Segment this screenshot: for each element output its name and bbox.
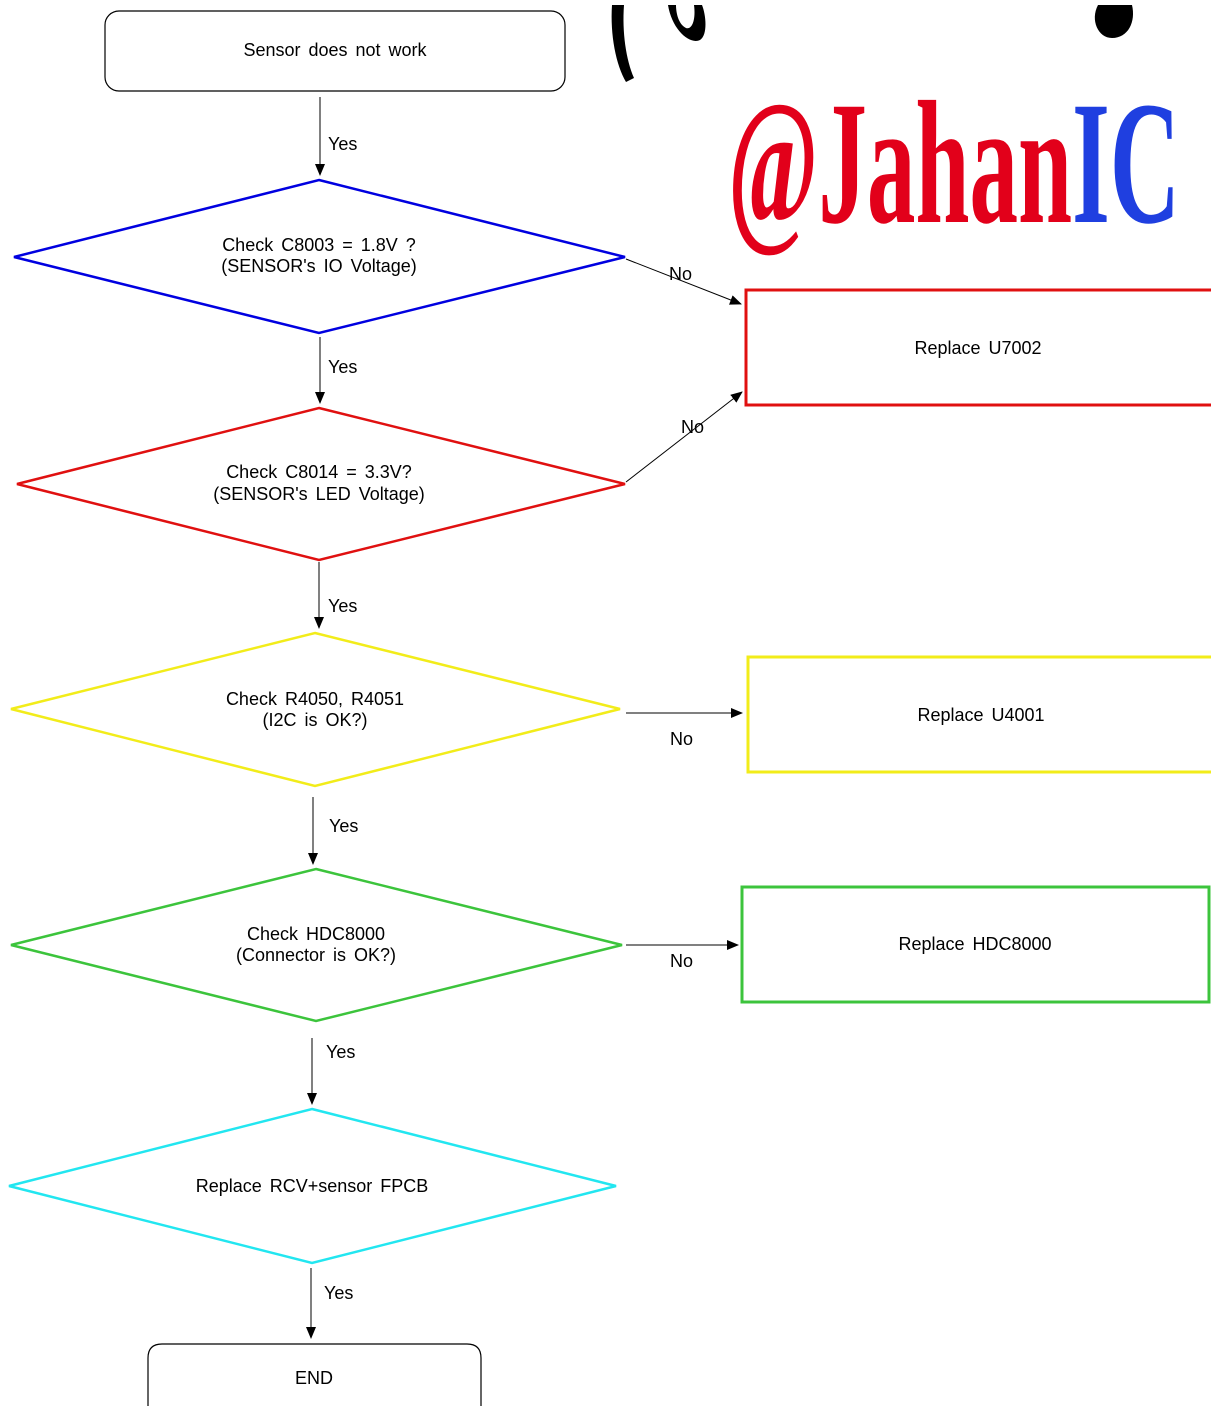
yes-label-6: Yes (324, 1283, 353, 1303)
no-connectors (625, 258, 743, 950)
decision-check-c8003-subtitle: (SENSOR's IO Voltage) (221, 256, 417, 276)
end-node-label: END (295, 1368, 333, 1388)
no-arrow-2 (625, 391, 743, 483)
start-node: Sensor does not work (104, 10, 566, 92)
yes-label-5: Yes (326, 1042, 355, 1062)
yes-label-2: Yes (328, 357, 357, 377)
decision-check-c8014-title: Check C8014 = 3.3V? (226, 462, 412, 482)
no-label-4: No (670, 951, 693, 971)
start-node-label: Sensor does not work (243, 40, 427, 60)
yes-label-3: Yes (328, 596, 357, 616)
end-node: END (147, 1343, 482, 1406)
yes-label-1: Yes (328, 134, 357, 154)
decision-replace-fpcb-label: Replace RCV+sensor FPCB (196, 1176, 429, 1196)
action-replace-u4001: Replace U4001 (746, 655, 1211, 774)
no-label-1: No (669, 264, 692, 284)
decision-check-c8003: Check C8003 = 1.8V ? (SENSOR's IO Voltag… (13, 178, 626, 335)
no-label-3: No (670, 729, 693, 749)
action-replace-u4001-label: Replace U4001 (917, 705, 1044, 725)
yes-label-4: Yes (329, 816, 358, 836)
action-replace-u7002-label: Replace U7002 (914, 338, 1041, 358)
decision-check-c8014: Check C8014 = 3.3V? (SENSOR's LED Voltag… (16, 406, 626, 562)
yes-connectors (306, 97, 325, 1339)
no-label-2: No (681, 417, 704, 437)
decision-check-c8014-subtitle: (SENSOR's LED Voltage) (213, 484, 425, 504)
action-replace-u7002: Replace U7002 (744, 288, 1211, 407)
action-replace-hdc8000: Replace HDC8000 (740, 885, 1211, 1004)
svg-text:@JahanIC: @JahanIC (728, 66, 1180, 261)
edge-labels: Yes Yes Yes Yes Yes Yes No No No No (324, 134, 704, 1303)
decision-check-hdc8000-title: Check HDC8000 (247, 924, 385, 944)
decision-check-c8003-title: Check C8003 = 1.8V ? (222, 235, 416, 255)
decision-replace-fpcb: Replace RCV+sensor FPCB (8, 1107, 617, 1265)
jahanic-watermark-logo: @JahanIC @JahanIC (611, 5, 1185, 266)
decision-check-hdc8000: Check HDC8000 (Connector is OK?) (10, 867, 623, 1023)
watermark-part-1: @Jahan (728, 66, 1072, 261)
decision-check-r4050: Check R4050, R4051 (I2C is OK?) (10, 631, 621, 788)
action-replace-hdc8000-label: Replace HDC8000 (898, 934, 1051, 954)
decision-check-r4050-title: Check R4050, R4051 (226, 689, 404, 709)
watermark-part-1: @Jahan (728, 66, 1072, 261)
svg-text:@JahanIC: @JahanIC (728, 66, 1180, 261)
decision-check-r4050-subtitle: (I2C is OK?) (262, 710, 367, 730)
watermark-part-2: IC (1072, 66, 1180, 261)
decision-check-hdc8000-subtitle: (Connector is OK?) (236, 945, 396, 965)
no-arrow-1 (625, 258, 742, 305)
watermark-part-2: IC (1072, 66, 1180, 261)
